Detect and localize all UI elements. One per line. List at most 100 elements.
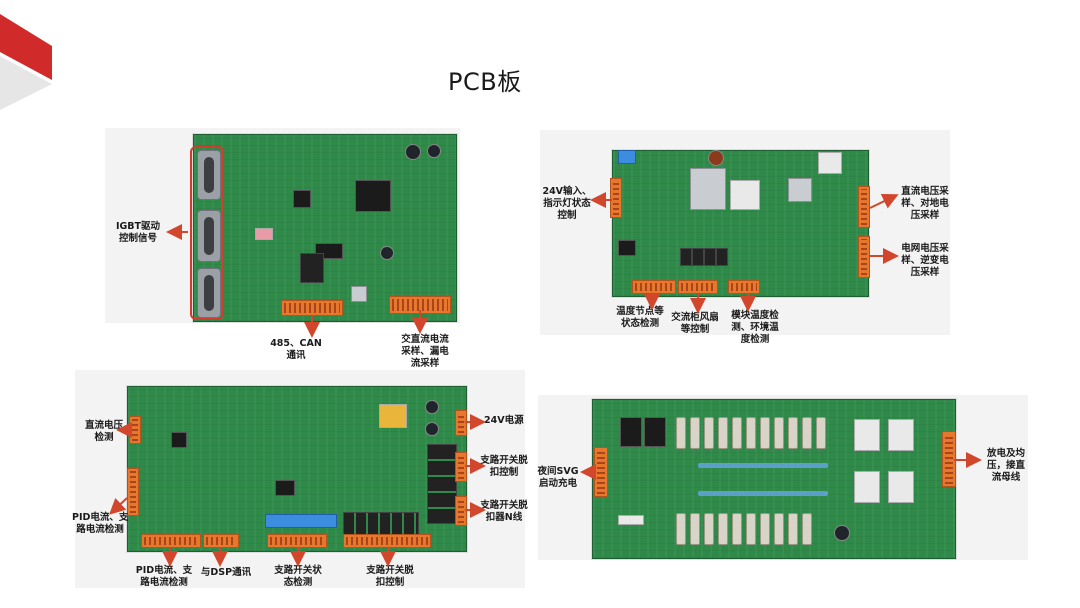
board1-db-connector-3 xyxy=(197,268,221,318)
board2-label-dcv: 直流电压采 样、对地电 压采样 xyxy=(901,186,949,221)
board3-label-pid: PID电流、支 路电流检测 xyxy=(72,512,129,535)
board2-label-module: 模块温度检 测、环境温 度检测 xyxy=(731,310,779,345)
board2-photo xyxy=(540,130,950,335)
board3-label-dcv: 直流电压 检测 xyxy=(84,420,123,443)
board4-white-relay-4 xyxy=(888,471,914,503)
board4-label-discharge: 放电及均 压，接直 流母线 xyxy=(986,448,1025,483)
board4-white-relay-3 xyxy=(854,471,880,503)
board2-relay-white xyxy=(818,152,842,174)
board3-pid-bottom-connector xyxy=(141,534,201,548)
board4-resistor-top-4 xyxy=(718,417,728,449)
board3-blue-terminals xyxy=(265,514,337,528)
corner-accent-logo xyxy=(0,14,52,110)
board4-resistor-top-7 xyxy=(760,417,770,449)
board1-capacitor-2 xyxy=(427,144,441,158)
board3-label-pid-bottom: PID电流、支 路电流检测 xyxy=(135,565,193,588)
board4-resistor-bottom-9 xyxy=(788,513,798,545)
board3-ctrl-connector xyxy=(343,534,431,548)
board3-capacitor-2 xyxy=(425,422,439,436)
board2-transformer xyxy=(788,178,812,202)
board4-block-1 xyxy=(620,417,642,447)
board1-photo xyxy=(105,128,460,323)
board3-pid-connector xyxy=(127,468,139,516)
board2-heatsink xyxy=(690,168,726,210)
board4-fuse xyxy=(618,515,644,525)
board4-discharge-connector xyxy=(942,431,956,487)
board4-resistor-top-11 xyxy=(816,417,826,449)
board3-photo xyxy=(75,370,525,588)
board3-label-dsp: 与DSP通讯 xyxy=(200,567,252,578)
board2-relay-1 xyxy=(680,248,692,266)
board3-branch-trip-n-connector xyxy=(455,496,467,526)
board2-inductor xyxy=(708,150,724,166)
board2-temp-connector xyxy=(632,280,676,294)
board3-label-branch-state: 支路开关状 态检测 xyxy=(274,565,322,588)
board1-db-connector-1 xyxy=(197,150,221,200)
board2-pcb xyxy=(612,150,869,297)
board2-blue-part xyxy=(618,150,636,164)
board4-resistor-bottom-4 xyxy=(718,513,728,545)
board4-blue-resistor-row-1 xyxy=(698,463,828,468)
board1-label-comm: 485、CAN 通讯 xyxy=(270,338,322,361)
board2-label-input24: 24V输入、 指示灯状态 控制 xyxy=(542,186,592,221)
board1-transformer xyxy=(351,286,367,302)
board3-transformer xyxy=(379,404,407,428)
board2-relay-3 xyxy=(704,248,716,266)
board3-label-branch-ctrl: 支路开关脱 扣控制 xyxy=(366,565,414,588)
board3-chip-1 xyxy=(275,480,295,496)
board4-resistor-top-10 xyxy=(802,417,812,449)
board3-dsp-connector xyxy=(203,534,239,548)
board4-resistor-top-5 xyxy=(732,417,742,449)
board1-db-connector-2 xyxy=(197,210,221,262)
board4-resistor-bottom-3 xyxy=(704,513,714,545)
board2-grid-connector xyxy=(858,236,870,278)
board1-sample-connector xyxy=(389,296,451,314)
board1-label-sample: 交直流电流 采样、漏电 流采样 xyxy=(401,334,449,369)
board4-label-svg: 夜间SVG 启动充电 xyxy=(537,466,579,489)
board4-resistor-bottom-6 xyxy=(746,513,756,545)
board2-label-fan: 交流柜风扇 等控制 xyxy=(671,312,719,335)
board2-relay-2 xyxy=(692,248,704,266)
board3-chip-2 xyxy=(171,432,187,448)
board1-pcb xyxy=(193,134,457,322)
board4-resistor-bottom-1 xyxy=(676,513,686,545)
board4-block-2 xyxy=(644,417,666,447)
board4-resistor-bottom-5 xyxy=(732,513,742,545)
board2-module-connector xyxy=(728,280,760,294)
board2-chip xyxy=(618,240,636,256)
board4-capacitor xyxy=(834,525,850,541)
board3-relay-col xyxy=(427,444,457,524)
board3-label-branch-trip-n: 支路开关脱 扣器N线 xyxy=(480,500,528,523)
board2-input-connector xyxy=(610,178,622,218)
board3-relay-row xyxy=(343,512,419,536)
board3-capacitor-1 xyxy=(425,400,439,414)
board1-label-igbt: IGBT驱动 控制信号 xyxy=(115,221,161,244)
board2-module xyxy=(730,180,760,210)
board2-dcv-connector xyxy=(858,186,870,228)
board1-capacitor-1 xyxy=(405,144,421,160)
board3-24v-connector xyxy=(455,410,467,436)
board4-photo xyxy=(538,395,1028,560)
board4-resistor-bottom-2 xyxy=(690,513,700,545)
board1-dip-switch xyxy=(255,228,273,240)
board2-fan-connector xyxy=(678,280,718,294)
board4-resistor-top-2 xyxy=(690,417,700,449)
board4-blue-resistor-row-2 xyxy=(698,491,828,496)
board4-resistor-bottom-7 xyxy=(760,513,770,545)
board1-chip-large xyxy=(355,180,391,212)
board1-comm-connector xyxy=(281,300,343,316)
board1-relay xyxy=(300,253,324,283)
board4-white-relay-1 xyxy=(854,419,880,451)
board4-resistor-top-6 xyxy=(746,417,756,449)
board4-resistor-bottom-10 xyxy=(802,513,812,545)
board4-white-relay-2 xyxy=(888,419,914,451)
board3-state-connector xyxy=(267,534,327,548)
board1-igbt-highlight xyxy=(190,146,224,320)
board4-resistor-bottom-8 xyxy=(774,513,784,545)
board3-label-branch-trip: 支路开关脱 扣控制 xyxy=(480,455,528,478)
board4-resistor-top-1 xyxy=(676,417,686,449)
page-title: PCB板 xyxy=(448,68,522,96)
board3-branch-trip-connector xyxy=(455,452,467,482)
board4-svg-connector xyxy=(594,447,608,497)
board2-label-temp: 温度节点等 状态检测 xyxy=(616,306,664,329)
